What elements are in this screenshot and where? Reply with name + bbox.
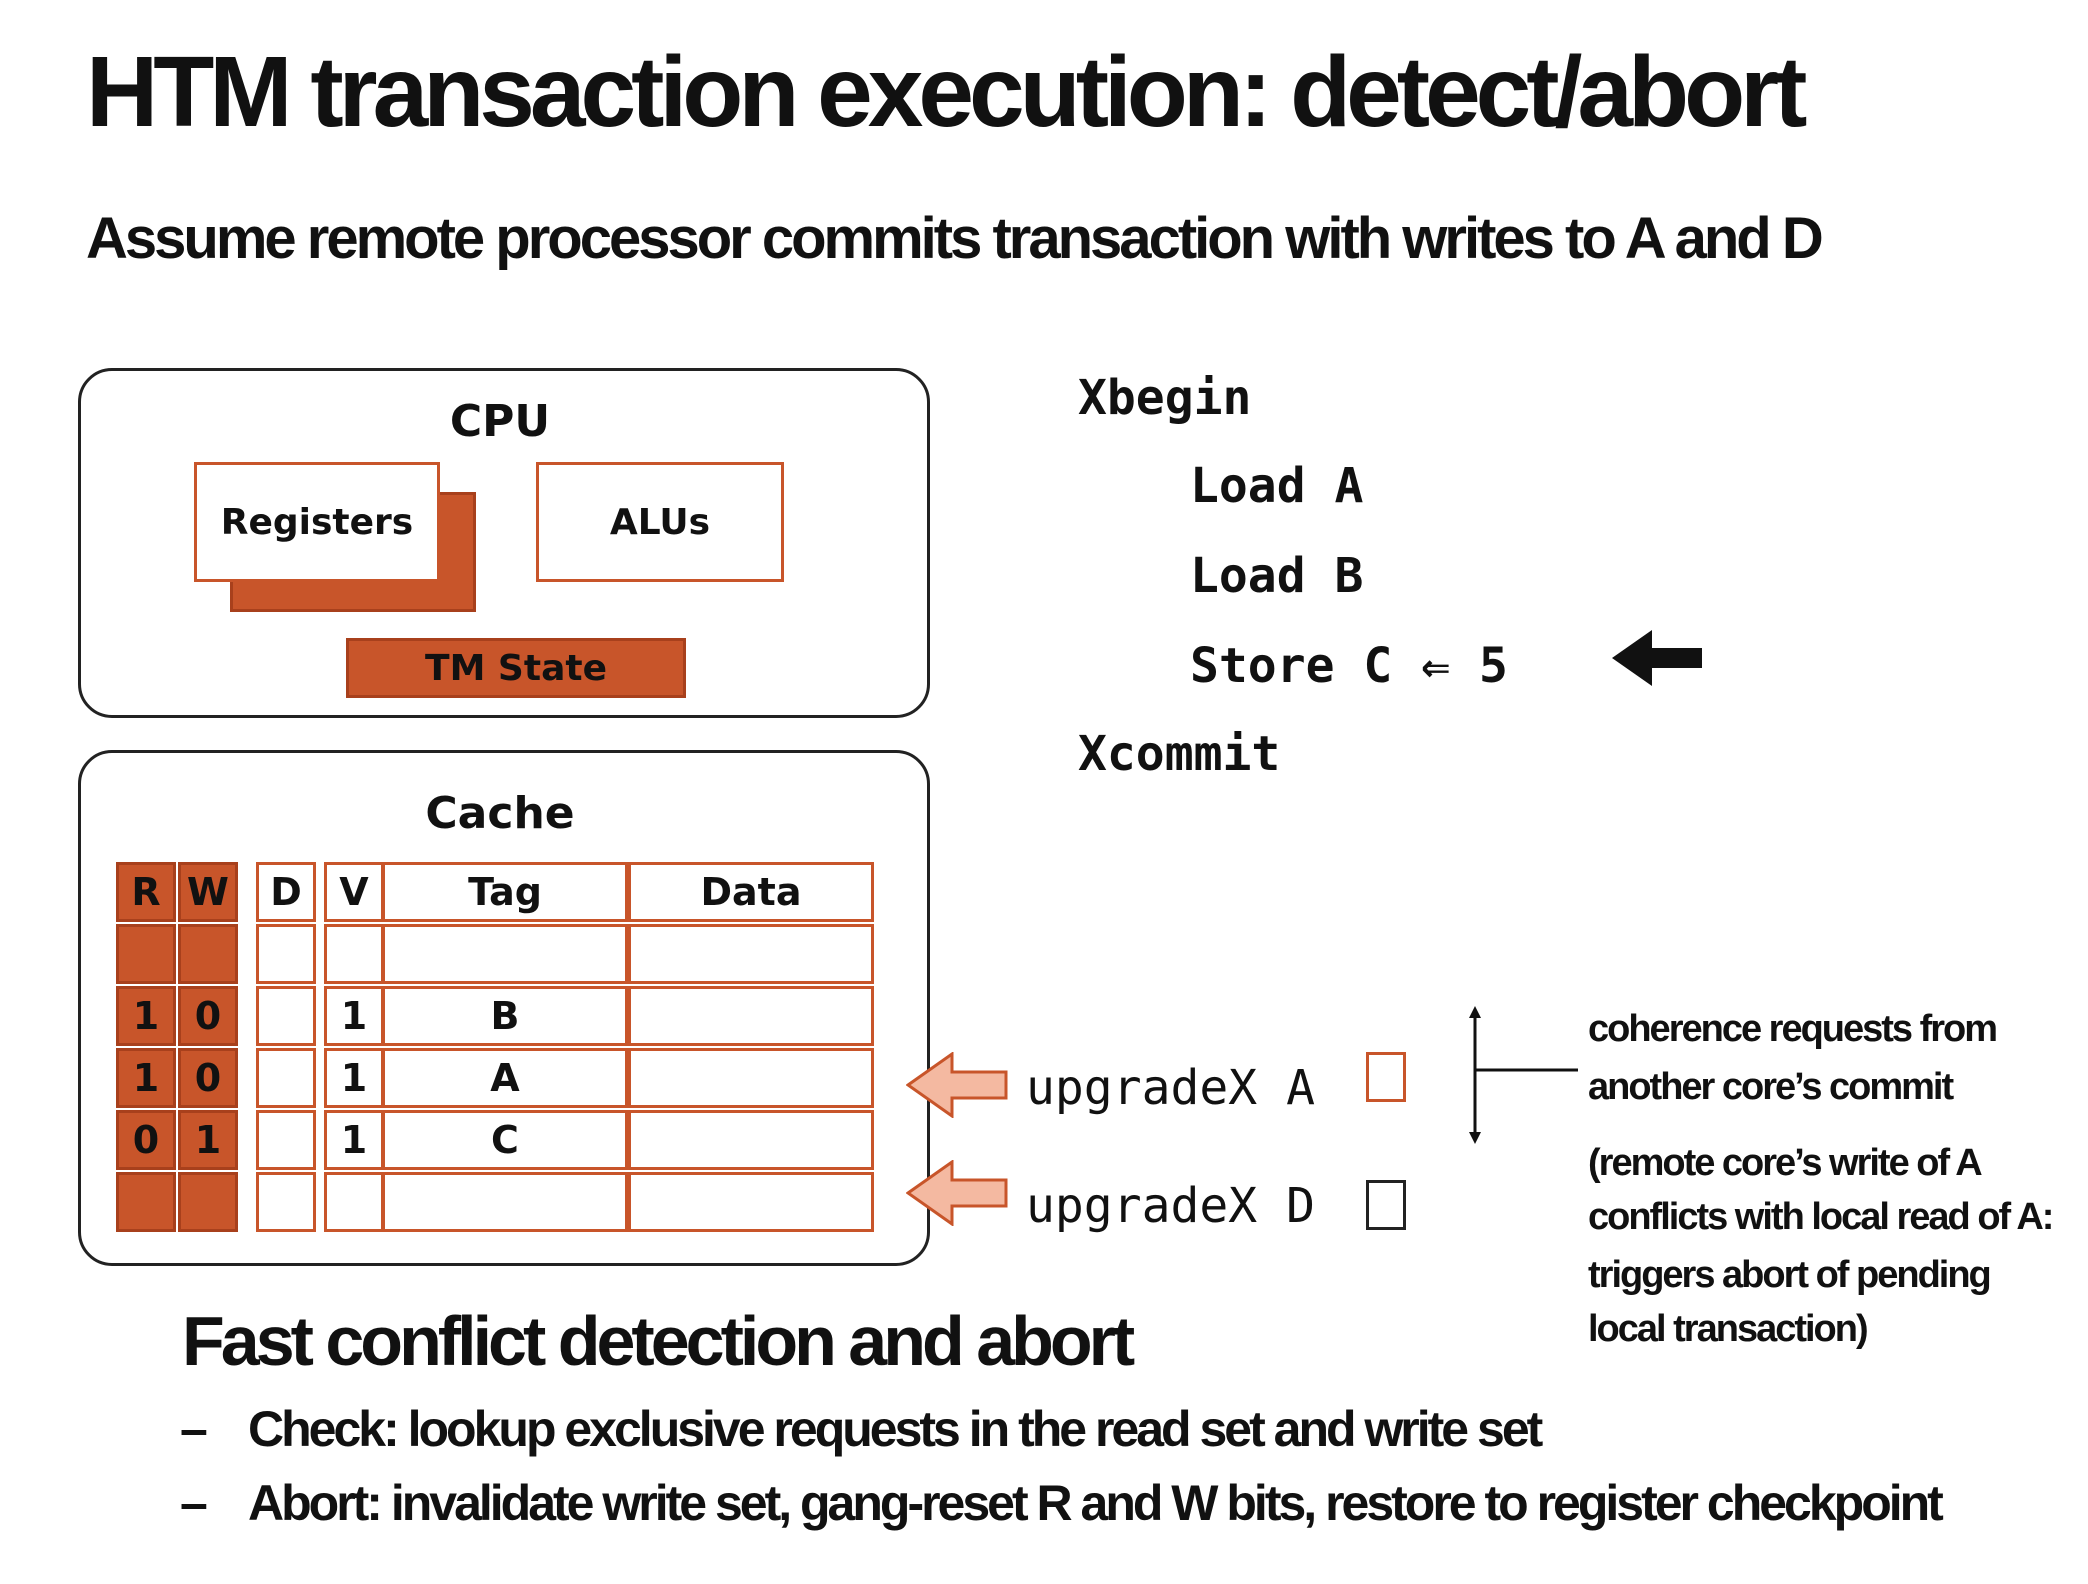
cache-label: Cache [425,788,575,839]
coherence-note-line2: another core’s commit [1588,1066,1954,1108]
code-line-xbegin: Xbegin [1078,370,1252,426]
cache-cell-r: 0 [116,1110,176,1170]
request-upgradex-d: upgradeX D [1026,1178,1315,1234]
cache-cell-tag [382,1172,628,1232]
bullet-check: Check: lookup exclusive requests in the … [248,1401,1543,1457]
cache-cell-d [256,1110,316,1170]
cache-header-w: W [178,862,238,922]
cache-cell-v [324,1172,384,1232]
current-instruction-arrow-icon [1612,630,1702,686]
cache-header-tag: Tag [382,862,628,922]
explanation-line3: triggers abort of pending [1588,1254,1992,1296]
cache-cell-d [256,1048,316,1108]
request-a-marker [1366,1052,1406,1102]
cache-cell-r: 1 [116,1048,176,1108]
explanation-line2: conflicts with local read of A: [1588,1196,2054,1238]
bracket-connector [1469,1006,1578,1144]
tm-state-label: TM State [425,647,607,689]
cache-cell-w: 0 [178,986,238,1046]
cache-cell-r [116,924,176,984]
cache-cell-r: 1 [116,986,176,1046]
cache-cell-v [324,924,384,984]
slide-subtitle: Assume remote processor commits transact… [86,206,1824,271]
alus-box: ALUs [536,462,784,582]
cache-cell-r [116,1172,176,1232]
bullet-dash-1: – [180,1401,208,1457]
cache-cell-tag: A [382,1048,628,1108]
cache-cell-data [628,924,874,984]
registers-label: Registers [220,501,414,543]
cache-cell-d [256,1172,316,1232]
cache-cell-v: 1 [324,1048,384,1108]
code-line-load-b: Load B [1190,548,1364,604]
code-line-xcommit: Xcommit [1078,726,1281,782]
cache-cell-w: 0 [178,1048,238,1108]
cpu-label: CPU [449,396,551,447]
cache-cell-w: 1 [178,1110,238,1170]
bullet-abort: Abort: invalidate write set, gang-reset … [248,1475,1944,1531]
registers-box: Registers [194,462,440,582]
cache-cell-d [256,986,316,1046]
cache-header-r: R [116,862,176,922]
explanation-line4: local transaction) [1588,1308,1869,1350]
slide-title: HTM transaction execution: detect/abort [86,36,1807,148]
request-upgradex-a: upgradeX A [1026,1060,1315,1116]
cache-cell-tag: C [382,1110,628,1170]
section-heading: Fast conflict detection and abort [182,1302,1135,1380]
cache-cell-w [178,924,238,984]
cache-cell-data [628,1110,874,1170]
request-arrow-a-icon [906,1052,1008,1118]
coherence-note-line1: coherence requests from [1588,1008,1998,1050]
request-d-marker [1366,1180,1406,1230]
code-line-load-a: Load A [1190,458,1364,514]
cache-cell-tag [382,924,628,984]
cache-cell-w [178,1172,238,1232]
cache-cell-tag: B [382,986,628,1046]
cache-header-v: V [324,862,384,922]
cache-header-data: Data [628,862,874,922]
request-arrow-d-icon [906,1160,1008,1226]
bullet-dash-2: – [180,1475,208,1531]
explanation-line1: (remote core’s write of A [1588,1142,1983,1184]
cache-cell-data [628,1048,874,1108]
cache-cell-d [256,924,316,984]
cache-cell-v: 1 [324,1110,384,1170]
alus-label: ALUs [609,501,711,543]
cache-cell-data [628,986,874,1046]
cache-header-d: D [256,862,316,922]
cache-cell-data [628,1172,874,1232]
code-line-store-c: Store C ⇐ 5 [1190,638,1508,694]
cache-cell-v: 1 [324,986,384,1046]
tm-state-box: TM State [346,638,686,698]
